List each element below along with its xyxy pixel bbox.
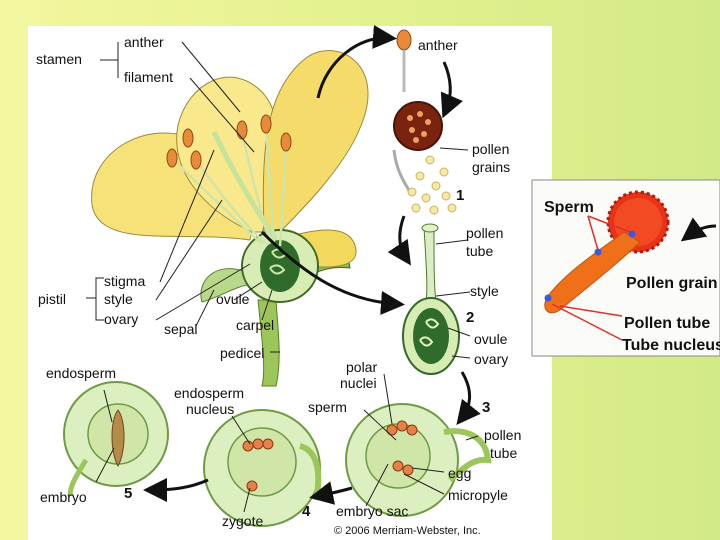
- label-ovary-right: ovary: [474, 351, 508, 367]
- label-pollen-grains-1: pollen: [472, 141, 509, 157]
- label-style-right: style: [470, 283, 499, 299]
- inset-label-pollen-tube: Pollen tube: [624, 315, 710, 332]
- label-pollen-tube-b-2: tube: [490, 445, 517, 461]
- pollen-grain-inset: Sperm Pollen grain Pollen tube Tube nucl…: [532, 180, 720, 356]
- label-carpel: carpel: [236, 317, 274, 333]
- inset-label-sperm: Sperm: [544, 199, 594, 216]
- inset-label-pollen-grain: Pollen grain: [626, 275, 718, 292]
- label-endosperm-nucleus-2: nucleus: [186, 401, 234, 417]
- label-pollen-grains-2: grains: [472, 159, 510, 175]
- step-number-2: 2: [466, 309, 474, 326]
- label-pollen-tube-1: pollen: [466, 225, 503, 241]
- label-ovule-center: ovule: [216, 291, 250, 307]
- label-egg: egg: [448, 465, 471, 481]
- step-number-4: 4: [302, 503, 311, 520]
- step-number-1: 1: [456, 187, 464, 204]
- step-number-3: 3: [482, 399, 490, 416]
- label-endosperm-nucleus-1: endosperm: [174, 385, 244, 401]
- label-pedicel: pedicel: [220, 345, 264, 361]
- label-endosperm: endosperm: [46, 365, 116, 381]
- label-filament: filament: [124, 69, 173, 85]
- label-pistil: pistil: [38, 291, 66, 307]
- inset-label-tube-nucleus: Tube nucleus: [622, 337, 720, 354]
- label-sperm: sperm: [308, 399, 347, 415]
- label-style-left: style: [104, 291, 133, 307]
- step-number-5: 5: [124, 485, 132, 502]
- label-anther-top: anther: [418, 37, 458, 53]
- label-micropyle: micropyle: [448, 487, 508, 503]
- label-ovary-left: ovary: [104, 311, 138, 327]
- label-embryo: embryo: [40, 489, 87, 505]
- label-stigma: stigma: [104, 273, 145, 289]
- label-polar-nuclei-2: nuclei: [340, 375, 377, 391]
- label-sepal: sepal: [164, 321, 197, 337]
- label-pollen-tube-2: tube: [466, 243, 493, 259]
- copyright-notice: © 2006 Merriam-Webster, Inc.: [334, 525, 481, 537]
- label-polar-nuclei-1: polar: [346, 359, 377, 375]
- label-anther: anther: [124, 34, 164, 50]
- label-embryo-sac: embryo sac: [336, 503, 408, 519]
- label-ovule-right: ovule: [474, 331, 508, 347]
- label-pollen-tube-b-1: pollen: [484, 427, 521, 443]
- label-zygote: zygote: [222, 513, 263, 529]
- label-stamen: stamen: [36, 51, 82, 67]
